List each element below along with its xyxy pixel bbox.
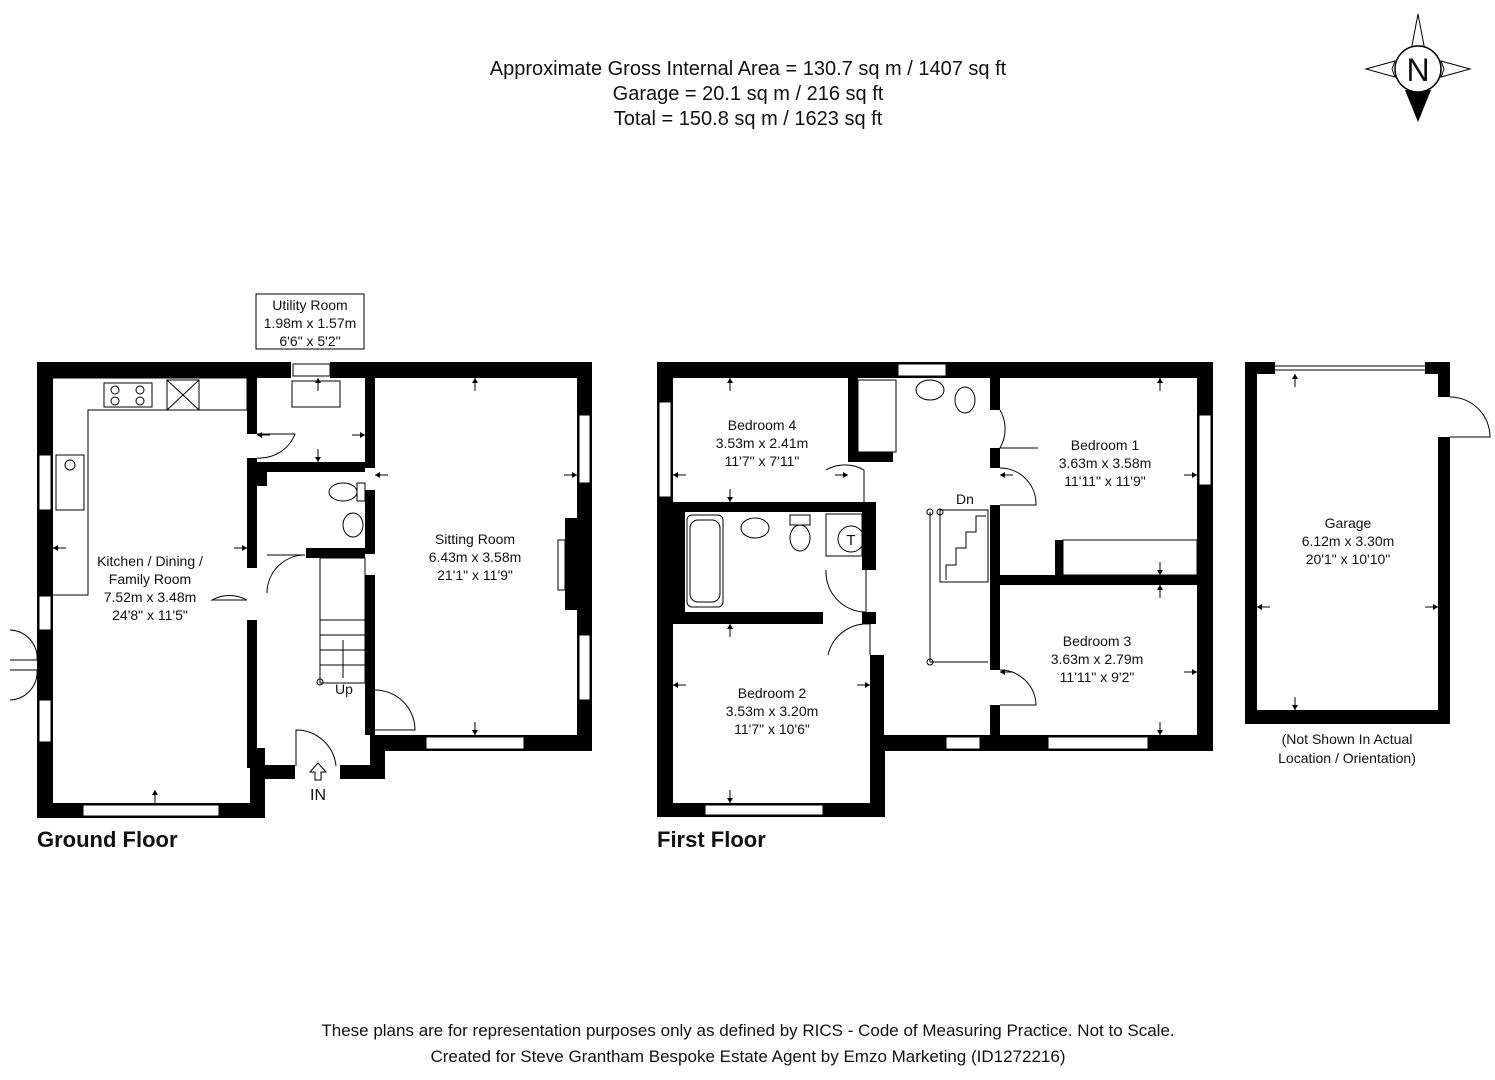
gross-internal-area-text: Approximate Gross Internal Area = 130.7 … [490, 58, 1007, 80]
bedroom4-name: Bedroom 4 [728, 417, 797, 433]
garage-note-line2: Location / Orientation) [1278, 750, 1416, 766]
dimension-arrowhead-icon [1157, 585, 1163, 590]
dimension-arrowhead-icon [727, 497, 733, 502]
dimension-arrowhead-icon [1157, 378, 1163, 383]
bedroom3-imperial: 11'11" x 9'2" [1060, 669, 1135, 685]
bedroom3-name: Bedroom 3 [1063, 633, 1132, 649]
dimension-arrowhead-icon [360, 432, 365, 438]
sitting-room-imperial: 21'1" x 11'9" [437, 567, 513, 583]
dimension-arrowhead-icon [1157, 570, 1163, 575]
ground-stairs-up-label: Up [335, 681, 353, 697]
entrance-arrow-icon [308, 762, 328, 781]
garage-area-text: Garage = 20.1 sq m / 216 sq ft [613, 83, 884, 105]
dimension-arrowhead-icon [1000, 472, 1005, 478]
entrance-label: IN [310, 787, 326, 804]
dimension-arrowhead-icon [257, 432, 262, 438]
dimension-arrowhead-icon [727, 624, 733, 629]
dimension-arrowhead-icon [1257, 604, 1262, 610]
bedroom1-imperial: 11'11" x 11'9" [1064, 473, 1145, 489]
bedroom2-imperial: 11'7" x 10'6" [734, 721, 810, 737]
dimension-arrowhead-icon [1192, 472, 1197, 478]
bedroom4-metric: 3.53m x 2.41m [716, 435, 809, 451]
bedroom2-name: Bedroom 2 [738, 685, 807, 701]
dimension-arrowhead-icon [472, 730, 478, 735]
first-stairs-down-label: Dn [956, 491, 974, 507]
bedroom3-metric: 3.63m x 2.79m [1051, 651, 1144, 667]
dimension-arrowhead-icon [1292, 374, 1298, 379]
dimension-arrowhead-icon [843, 472, 848, 478]
bedroom4-imperial: 11'7" x 7'11" [725, 453, 800, 469]
dimension-arrowhead-icon [865, 682, 870, 688]
dimension-arrowhead-icon [727, 798, 733, 803]
ground-floor-title: Ground Floor [37, 827, 178, 852]
kitchen-name-line2: Family Room [109, 571, 191, 587]
bedroom1-name: Bedroom 1 [1071, 437, 1140, 453]
first-floor-stairs [926, 508, 989, 666]
utility-room-imperial: 6'6" x 5'2" [279, 333, 340, 349]
first-floor-title: First Floor [657, 827, 766, 852]
dimension-arrowhead-icon [1192, 669, 1197, 675]
ground-floor-plan: Utility Room 1.98m x 1.57m 6'6" x 5'2" K… [9, 293, 592, 818]
dimension-arrowhead-icon [1157, 730, 1163, 735]
bedroom1-metric: 3.63m x 3.58m [1059, 455, 1152, 471]
utility-room-name: Utility Room [272, 297, 347, 313]
dimension-arrowhead-icon [727, 378, 733, 383]
tank-label: T [846, 532, 855, 549]
dimension-arrowhead-icon [572, 472, 577, 478]
dimension-arrowhead-icon [315, 457, 321, 462]
ground-floor-stairs [316, 557, 366, 686]
dimension-arrowhead-icon [53, 545, 58, 551]
bedroom2-metric: 3.53m x 3.20m [726, 703, 819, 719]
compass-letter: N [1406, 52, 1429, 88]
dimension-arrowhead-icon [1292, 705, 1298, 710]
dimension-arrowhead-icon [673, 682, 678, 688]
dimension-arrowhead-icon [1433, 604, 1438, 610]
disclaimer-line2: Created for Steve Grantham Bespoke Estat… [430, 1047, 1065, 1066]
disclaimer-line1: These plans are for representation purpo… [321, 1021, 1174, 1040]
garage-imperial: 20'1" x 10'10" [1306, 551, 1391, 567]
garage-metric: 6.12m x 3.30m [1302, 533, 1395, 549]
kitchen-imperial: 24'8" x 11'5" [112, 607, 188, 623]
dimension-arrowhead-icon [375, 472, 380, 478]
dimension-arrowhead-icon [152, 790, 158, 795]
dimension-arrowhead-icon [673, 472, 678, 478]
north-compass-icon: N [1364, 13, 1472, 122]
total-area-text: Total = 150.8 sq m / 1623 sq ft [614, 108, 883, 130]
garage-name: Garage [1325, 515, 1372, 531]
kitchen-metric: 7.52m x 3.48m [104, 589, 197, 605]
dimension-arrowhead-icon [242, 545, 247, 551]
garage-plan: Garage 6.12m x 3.30m 20'1" x 10'10" [1245, 362, 1491, 724]
dimension-arrowhead-icon [315, 378, 321, 383]
utility-room-metric: 1.98m x 1.57m [264, 315, 357, 331]
sitting-room-name: Sitting Room [435, 531, 515, 547]
first-floor-plan: T Bedroom 4 3.53m x 2.41m 11'7" x 7'11" … [657, 362, 1213, 817]
kitchen-name-line1: Kitchen / Dining / [97, 553, 203, 569]
dimension-arrowhead-icon [472, 378, 478, 383]
garage-note-line1: (Not Shown In Actual [1282, 731, 1413, 747]
dimension-arrowhead-icon [1000, 669, 1005, 675]
sitting-room-metric: 6.43m x 3.58m [429, 549, 522, 565]
utility-room-label-box [255, 293, 365, 350]
